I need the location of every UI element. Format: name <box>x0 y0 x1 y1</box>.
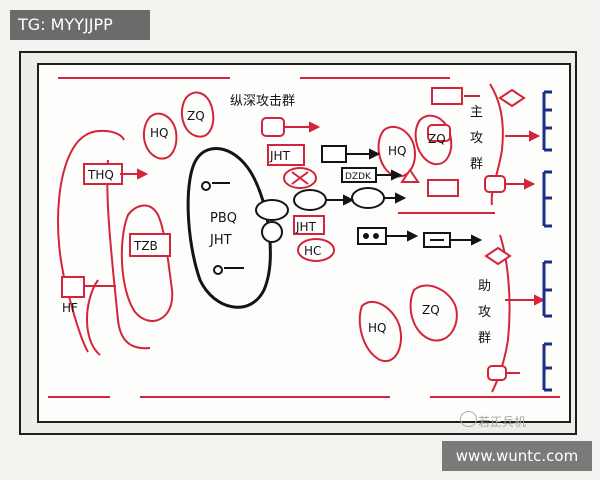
main-unit-box-4 <box>484 175 506 193</box>
hc-label: HC <box>304 244 321 258</box>
zq-bottom-blob <box>409 284 458 342</box>
pbq-symbol-bottom <box>213 265 223 275</box>
black-arrow-dzdk-head <box>391 169 403 181</box>
hq-main-label: HQ <box>388 144 406 158</box>
diamond-bottom <box>484 246 512 266</box>
black-arrow-dots-head <box>407 230 419 242</box>
n-unit <box>293 189 327 211</box>
hc-unit <box>297 238 335 262</box>
watermark-icon <box>460 411 477 427</box>
main-unit-box-1 <box>431 87 463 105</box>
engineer-unit <box>255 199 289 221</box>
inner-frame <box>37 63 571 423</box>
hq-top-blob <box>142 112 178 160</box>
main-unit-box-3 <box>427 179 459 197</box>
zq-main-blob <box>414 114 453 166</box>
jht-center-label: JHT <box>209 233 232 248</box>
watermark-text: 若正兵机 <box>478 415 527 429</box>
blue-bracket-1 <box>542 90 552 152</box>
support-unit-box <box>487 365 507 381</box>
tzb-box <box>129 233 171 257</box>
support-arrow-head <box>534 294 546 306</box>
main-arrow-2-head <box>529 130 541 142</box>
jht-top-label: JHT <box>269 149 291 163</box>
hq-bottom-label: HQ <box>368 321 386 335</box>
hq-main-blob <box>377 125 416 178</box>
hf-label: HF <box>62 301 78 315</box>
jht-mid-box <box>293 215 325 235</box>
cross-line-2 <box>291 171 309 185</box>
black-unit-right <box>351 187 385 209</box>
blue-bracket-4 <box>542 342 552 392</box>
hq-top-label: HQ <box>150 126 168 140</box>
zq-top-blob <box>180 91 215 138</box>
jht-top-box <box>267 144 305 166</box>
zq-main-label: ZQ <box>428 132 446 146</box>
blue-bracket-2 <box>542 170 552 228</box>
black-box-top <box>321 145 347 163</box>
support-group-char-3: 群 <box>478 331 491 346</box>
jht-mid-label: JHT <box>295 220 317 234</box>
tzb-blob <box>120 204 174 322</box>
main-group-char-2: 攻 <box>470 131 483 146</box>
black-arrow-mid-head <box>343 194 355 206</box>
support-group-char-2: 攻 <box>478 305 491 320</box>
diamond-top <box>498 88 526 108</box>
black-arrow-top-head <box>369 148 381 160</box>
pbq-symbol-top <box>201 181 211 191</box>
dot-1 <box>363 233 369 239</box>
main-unit-box-2 <box>427 124 451 142</box>
dot-2 <box>373 233 379 239</box>
dzdk-label: DZDK <box>345 172 372 182</box>
thq-bracket <box>57 129 125 353</box>
site-badge: www.wuntc.com <box>442 441 592 471</box>
hf-box <box>61 276 85 298</box>
triangle-marker <box>400 168 420 183</box>
tag-badge: TG: MYYJJPP <box>10 10 150 40</box>
main-arrow-3-head <box>524 178 536 190</box>
chem-unit <box>261 221 283 243</box>
thq-inner-curve <box>106 159 151 350</box>
zq-bottom-label: ZQ <box>422 303 440 317</box>
thq-arrow-head <box>137 168 149 180</box>
hq-bottom-blob <box>358 300 402 363</box>
main-group-char-1: 主 <box>470 105 483 120</box>
pbq-blob <box>186 146 272 309</box>
black-arrow-right-head <box>395 192 407 204</box>
zongshen-arrow-head <box>309 121 321 133</box>
zongshen-title: 纵深攻击群 <box>230 94 295 109</box>
pbq-label: PBQ <box>210 211 237 226</box>
zq-top-label: ZQ <box>187 109 205 123</box>
support-group-char-1: 助 <box>478 279 491 294</box>
black-arrow-bar-head <box>471 234 483 246</box>
blue-bracket-3 <box>542 260 552 318</box>
black-box-dots <box>357 227 387 245</box>
zongshen-unit-box <box>261 117 285 137</box>
thq-label: THQ <box>87 168 114 182</box>
main-group-char-3: 群 <box>470 157 483 172</box>
tzb-label: TZB <box>133 239 158 253</box>
